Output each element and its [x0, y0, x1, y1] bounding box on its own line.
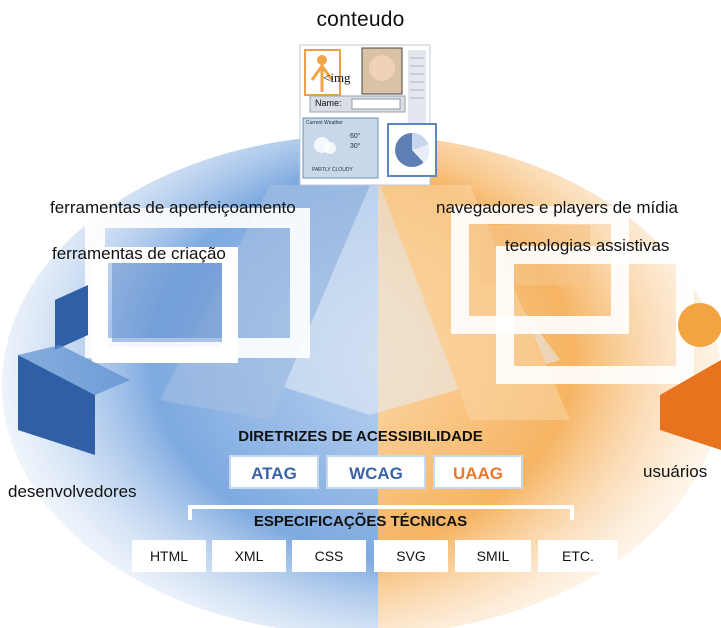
spec-etc: ETC.	[538, 540, 618, 572]
browsers-label: navegadores e players de mídia	[436, 198, 678, 217]
users-label: usuários	[643, 462, 708, 481]
improvement-tools-label: ferramentas de aperfeiçoamento	[50, 198, 296, 217]
guideline-atag-label: ATAG	[251, 464, 297, 483]
spec-smil: SMIL	[455, 540, 531, 572]
developers-label: desenvolvedores	[8, 482, 137, 501]
spec-svg-label: SVG	[396, 548, 426, 564]
spec-html: HTML	[132, 540, 206, 572]
weather-temp-low: 30°	[350, 143, 361, 150]
spec-etc-label: ETC.	[562, 548, 594, 564]
spec-css: CSS	[292, 540, 366, 572]
weather-condition: PARTLY CLOUDY	[312, 167, 353, 173]
spec-xml-label: XML	[234, 548, 264, 564]
authoring-tools-label: ferramentas de criação	[52, 244, 226, 263]
specs-title: ESPECIFICAÇÕES TÉCNICAS	[253, 513, 468, 530]
authoring-tools-panes	[85, 208, 310, 363]
spec-smil-label: SMIL	[476, 548, 510, 564]
guideline-uaag-label: UAAG	[452, 464, 504, 483]
spec-css-label: CSS	[314, 548, 344, 564]
assistive-tech-label: tecnologias assistivas	[505, 236, 670, 255]
spec-xml: XML	[212, 540, 286, 572]
spec-html-label: HTML	[149, 548, 189, 564]
name-label: Name:	[315, 98, 342, 108]
guideline-atag: ATAG	[229, 455, 319, 489]
content-title: conteudo	[316, 8, 405, 31]
specs-bracket	[188, 505, 574, 520]
spec-svg: SVG	[374, 540, 448, 572]
developer-figure	[18, 285, 130, 455]
guidelines-title: DIRETRIZES DE ACESSIBILIDADE	[238, 428, 483, 445]
guideline-uaag: UAAG	[433, 455, 523, 489]
weather-title: Current Weather	[306, 120, 343, 126]
user-figure	[660, 303, 721, 450]
img-tag-text: <img	[323, 70, 351, 85]
content-sample	[299, 44, 437, 186]
guideline-wcag-label: WCAG	[349, 464, 403, 483]
weather-temp-high: 60°	[350, 133, 361, 140]
guideline-wcag: WCAG	[326, 455, 426, 489]
